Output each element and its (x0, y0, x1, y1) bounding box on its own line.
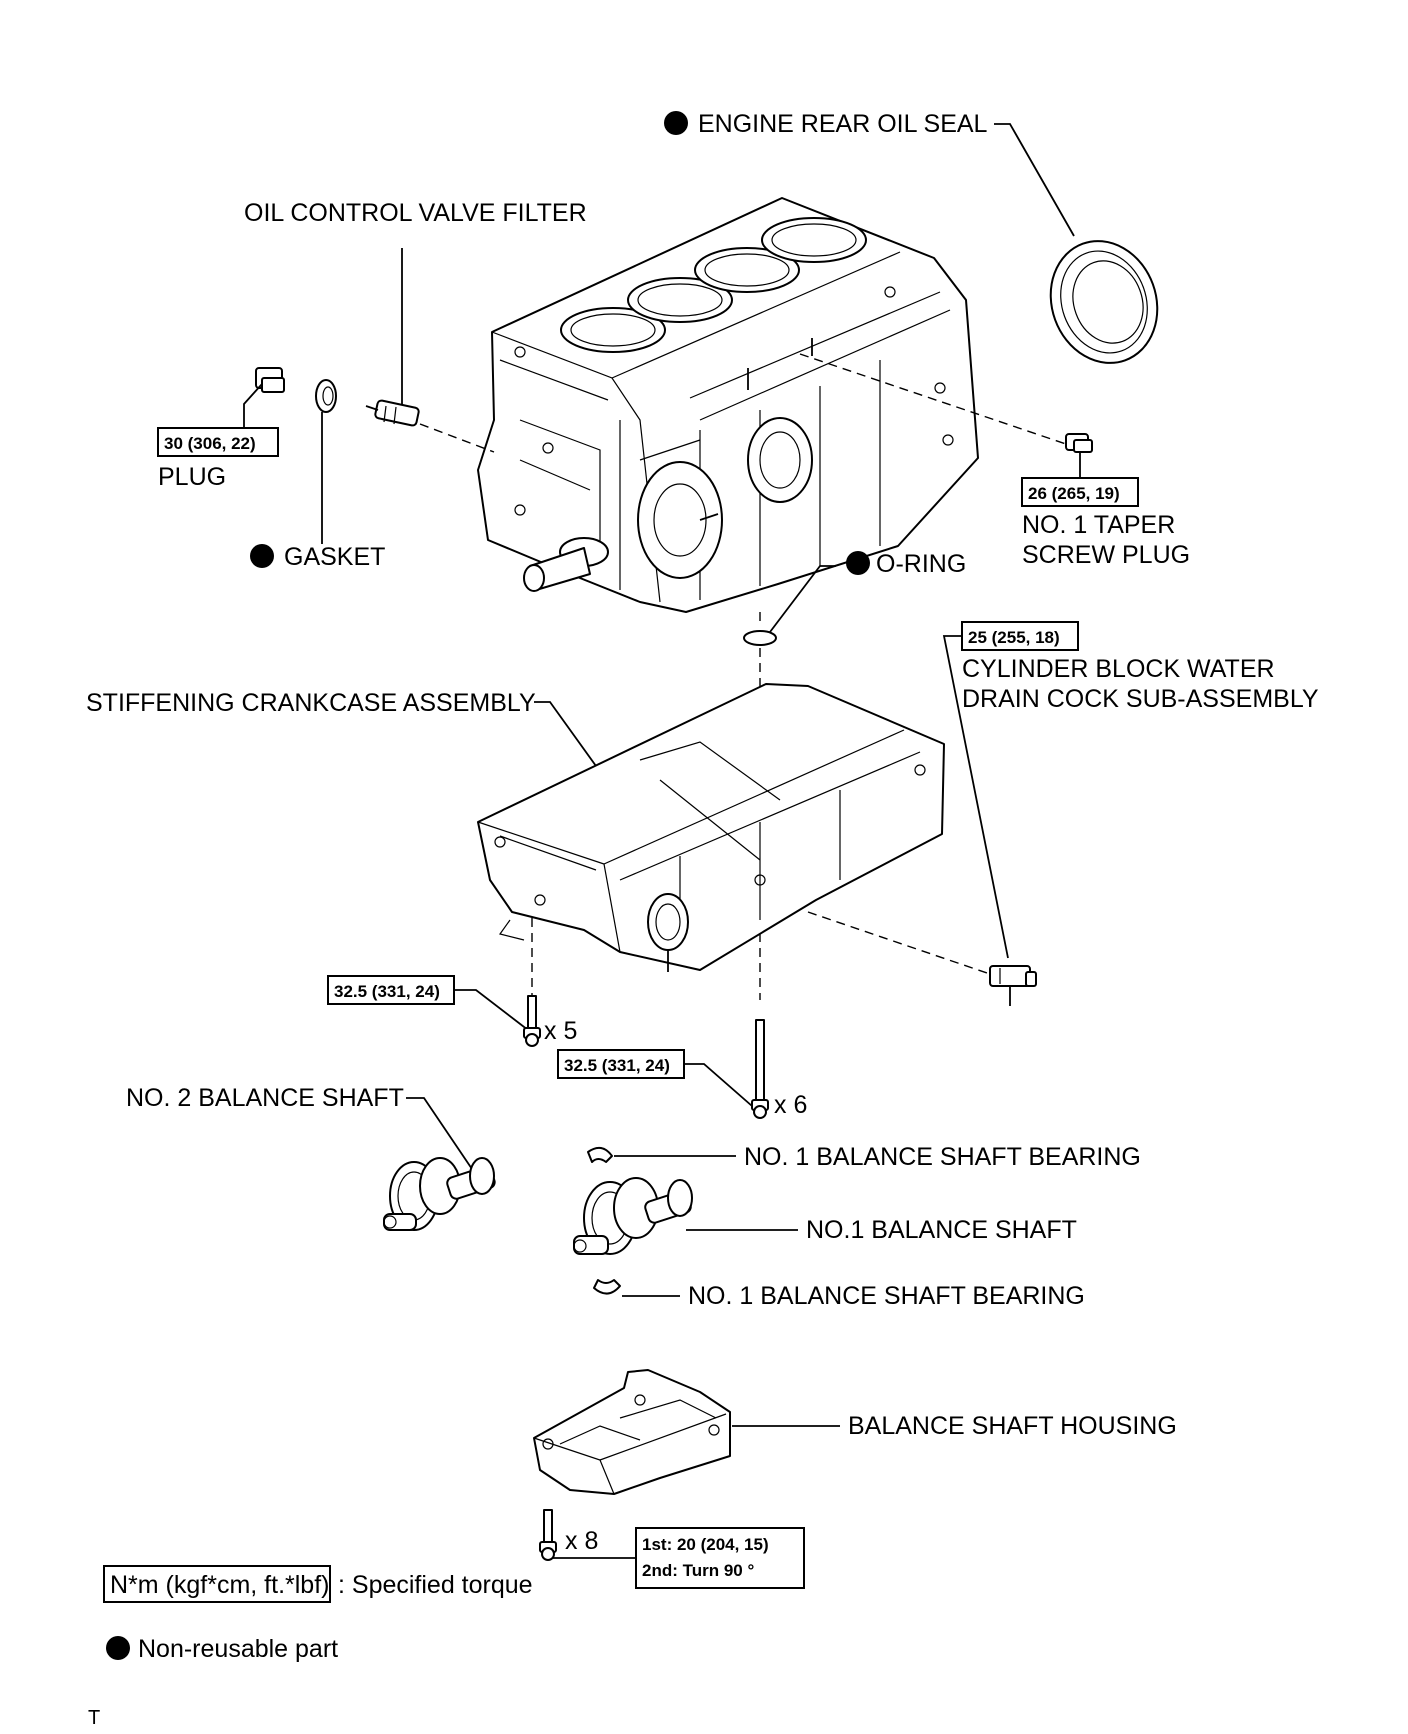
label-taper-plug-line1: NO. 1 TAPER (1022, 511, 1175, 539)
torque-plug: 30 (306, 22) (164, 434, 256, 453)
torque-box-plug (157, 427, 279, 457)
label-balance-shaft-housing: BALANCE SHAFT HOUSING (848, 1412, 1177, 1440)
torque-box-taper-plug (1021, 477, 1139, 507)
no2-balance-shaft (383, 1157, 496, 1231)
legend-nonreusable-marker (106, 1636, 130, 1660)
label-stiffening-crankcase: STIFFENING CRANKCASE ASSEMBLY (86, 689, 536, 717)
label-taper-plug-line2: SCREW PLUG (1022, 541, 1190, 569)
no1-balance-shaft (573, 1177, 693, 1255)
label-no1-bearing-lower: NO. 1 BALANCE SHAFT BEARING (688, 1282, 1085, 1310)
label-drain-cock-line2: DRAIN COCK SUB-ASSEMBLY (962, 685, 1319, 713)
legend-torque-box (103, 1565, 331, 1603)
balance-shaft-housing (533, 1369, 731, 1495)
engine-rear-oil-seal (1049, 240, 1159, 364)
label-drain-cock-line1: CYLINDER BLOCK WATER (962, 655, 1275, 683)
stiffening-crankcase-assembly (477, 683, 945, 972)
no1-balance-shaft-bearing-lower (593, 1279, 621, 1295)
nonreusable-marker-gasket (250, 544, 274, 568)
legend-nonreusable-desc: Non-reusable part (138, 1635, 338, 1663)
nonreusable-marker-oil-seal (664, 111, 688, 135)
legend-torque-unit: N*m (kgf*cm, ft.*lbf) (110, 1571, 329, 1599)
label-gasket: GASKET (284, 543, 385, 571)
label-oil-control-valve-filter: OIL CONTROL VALVE FILTER (244, 199, 587, 227)
torque-housing-step1: 1st: 20 (204, 15) (642, 1535, 769, 1554)
cylinder-block (477, 197, 979, 613)
label-engine-rear-oil-seal: ENGINE REAR OIL SEAL (698, 110, 988, 138)
torque-housing-step2: 2nd: Turn 90 ° (642, 1561, 754, 1580)
label-no2-balance-shaft: NO. 2 BALANCE SHAFT (126, 1084, 404, 1112)
torque-crankcase-b: 32.5 (331, 24) (564, 1056, 670, 1075)
taper-screw-plug (1065, 433, 1093, 453)
qty-crankcase-b: x 6 (774, 1091, 807, 1119)
label-o-ring: O-RING (876, 550, 966, 578)
nonreusable-marker-o-ring (846, 551, 870, 575)
torque-taper-plug: 26 (265, 19) (1028, 484, 1120, 503)
water-drain-cock (989, 965, 1037, 1006)
torque-box-drain-cock (961, 621, 1079, 651)
label-no1-balance-shaft: NO.1 BALANCE SHAFT (806, 1216, 1077, 1244)
torque-drain-cock: 25 (255, 18) (968, 628, 1060, 647)
plug (255, 367, 285, 393)
oil-control-valve-filter (365, 399, 420, 427)
o-ring (743, 630, 777, 646)
crankcase-bolt-a (523, 995, 541, 1047)
legend-torque-desc: : Specified torque (338, 1571, 533, 1599)
qty-housing-bolts: x 8 (565, 1527, 598, 1555)
gasket (315, 379, 337, 413)
torque-box-housing (635, 1527, 805, 1589)
label-plug: PLUG (158, 463, 226, 491)
crankcase-bolt-b (751, 1019, 769, 1119)
footer-code: T (88, 1707, 100, 1729)
no1-balance-shaft-bearing-upper (587, 1146, 613, 1163)
housing-bolt (539, 1509, 557, 1561)
torque-box-crankcase-b (557, 1049, 685, 1079)
label-no1-bearing-upper: NO. 1 BALANCE SHAFT BEARING (744, 1143, 1141, 1171)
qty-crankcase-a: x 5 (544, 1017, 577, 1045)
torque-crankcase-a: 32.5 (331, 24) (334, 982, 440, 1001)
